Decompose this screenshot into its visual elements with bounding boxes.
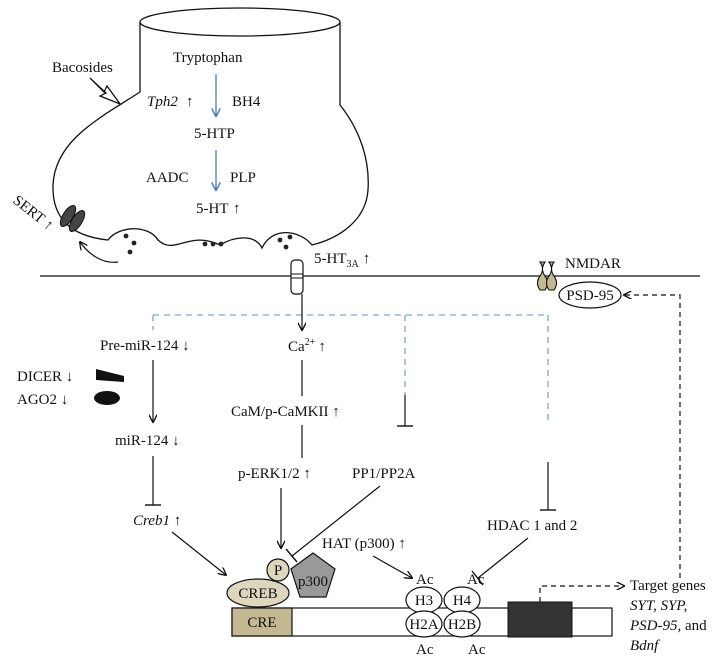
target-genes-line3: PSD-95, and bbox=[629, 618, 707, 634]
histone-h2b bbox=[443, 610, 481, 638]
p300-protein bbox=[290, 552, 336, 598]
hat-label: HAT (p300) ↑ bbox=[322, 536, 406, 552]
pre-mir124-label: Pre-miR-124 ↓ bbox=[100, 338, 190, 354]
psd95-label: PSD-95 bbox=[566, 288, 614, 304]
camk-label: CaM/p-CaMKII ↑ bbox=[231, 404, 340, 420]
pp1-inhibition-bar-creb bbox=[285, 548, 298, 563]
dicer-icon bbox=[96, 369, 124, 382]
bacosides-hollow-arrow bbox=[89, 77, 122, 106]
perk-label: p-ERK1/2 ↑ bbox=[238, 466, 311, 482]
dicer-label: DICER ↓ bbox=[17, 369, 73, 385]
calcium-label: Ca2+↑ bbox=[288, 337, 326, 355]
plp-label: PLP bbox=[230, 170, 256, 186]
5ht3a-receptor-icon bbox=[290, 259, 304, 295]
h2b-ac-label: Ac bbox=[468, 642, 486, 658]
creb-protein bbox=[226, 578, 290, 608]
5ht-up-arrow: ↑ bbox=[233, 201, 241, 217]
target-genes-label: Target genes bbox=[630, 578, 706, 594]
h3-label: H3 bbox=[415, 593, 433, 609]
mir124-label: miR-124 ↓ bbox=[115, 433, 180, 449]
cre-element bbox=[231, 607, 293, 637]
ago2-icon bbox=[94, 391, 120, 405]
p300-label: p300 bbox=[298, 574, 328, 590]
hdac-label: HDAC 1 and 2 bbox=[487, 518, 577, 534]
terminal-top-opening bbox=[139, 7, 341, 37]
target-gene-block bbox=[507, 601, 573, 638]
creb1-label: Creb1 ↑ bbox=[133, 513, 181, 529]
reuptake-arrow bbox=[80, 242, 119, 263]
pp1-label: PP1/PP2A bbox=[352, 466, 416, 482]
tph2-label: Tph2 bbox=[147, 94, 178, 110]
hdac-inhibition-bar-histone bbox=[471, 570, 484, 586]
h2b-label: H2B bbox=[448, 617, 476, 633]
pp1-inhibits-creb-line bbox=[291, 485, 381, 557]
target-genes-line4: Bdnf bbox=[630, 638, 660, 654]
ago2-label: AGO2 ↓ bbox=[17, 392, 68, 408]
5ht-label: 5-HT bbox=[196, 201, 229, 217]
sert-transporter-icon bbox=[59, 204, 86, 233]
cre-label: CRE bbox=[247, 615, 276, 631]
hdac-inhibits-histone-line bbox=[477, 537, 529, 579]
5htp-label: 5-HTP bbox=[194, 126, 235, 142]
sert-label: SERT ↑ bbox=[10, 193, 57, 234]
h2a-ac-label: Ac bbox=[416, 642, 434, 658]
5ht3a-label: 5-HT3A↑ bbox=[314, 251, 370, 270]
bh4-label: BH4 bbox=[232, 94, 261, 110]
phosphate-group bbox=[266, 558, 290, 582]
nmdar-label: NMDAR bbox=[565, 256, 621, 272]
bacosides-label: Bacosides bbox=[52, 60, 113, 76]
h3-ac-label: Ac bbox=[416, 572, 434, 588]
aadc-label: AADC bbox=[146, 170, 189, 186]
hat-to-histone-arrow bbox=[372, 555, 412, 578]
target-to-psd95-dashed-arrow bbox=[624, 295, 681, 578]
gene-to-target-dashed-arrow bbox=[539, 586, 624, 602]
creb-label: CREB bbox=[238, 586, 277, 602]
dashed-pathway-lines bbox=[152, 314, 549, 420]
phosphate-label: P bbox=[274, 563, 282, 579]
histone-h2a bbox=[405, 610, 443, 638]
h4-ac-label: Ac bbox=[467, 572, 485, 588]
creb1-to-creb-arrow bbox=[171, 531, 226, 575]
h4-label: H4 bbox=[453, 593, 472, 609]
presynaptic-terminal bbox=[52, 22, 369, 250]
synaptic-vesicles bbox=[123, 233, 293, 255]
tryptophan-label: Tryptophan bbox=[173, 50, 243, 66]
target-genes-line2: SYT, SYP, bbox=[630, 598, 687, 614]
h2a-label: H2A bbox=[409, 617, 438, 633]
nmdar-receptor-icon bbox=[536, 261, 558, 291]
tph2-up-arrow: ↑ bbox=[186, 94, 194, 110]
psd95-protein bbox=[558, 281, 622, 309]
